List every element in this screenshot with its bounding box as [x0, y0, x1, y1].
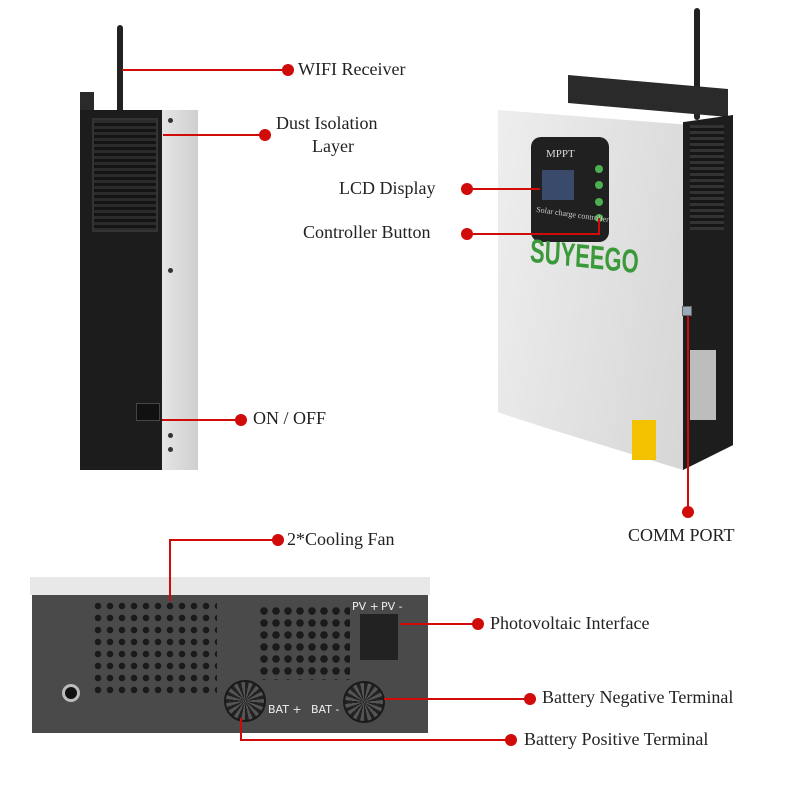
callout-dust-line2: Layer — [312, 136, 354, 156]
wifi-antenna — [694, 8, 700, 120]
callout-line-controller-v — [598, 218, 600, 235]
bat-minus-label: BAT - — [311, 703, 340, 716]
callout-dot-fan — [272, 534, 284, 546]
mount-bracket — [80, 92, 94, 112]
callout-onoff: ON / OFF — [253, 408, 327, 428]
callout-dot-lcd — [461, 183, 473, 195]
callout-bat-pos: Battery Positive Terminal — [524, 729, 709, 749]
callout-line-lcd — [470, 188, 540, 190]
callout-controller: Controller Button — [303, 222, 431, 242]
comm-port — [682, 306, 692, 316]
controller-button[interactable] — [595, 165, 603, 173]
wifi-antenna — [117, 25, 123, 113]
callout-dot-controller — [461, 228, 473, 240]
cooling-fan-2 — [258, 605, 350, 680]
callout-line-onoff — [162, 419, 242, 421]
callout-line-comm — [687, 316, 689, 512]
power-switch[interactable] — [136, 403, 160, 421]
callout-line-bat-neg — [384, 698, 528, 700]
callout-bat-neg: Battery Negative Terminal — [542, 687, 734, 707]
callout-dot-wifi — [282, 64, 294, 76]
screw-icon — [168, 118, 173, 123]
screw-icon — [168, 268, 173, 273]
battery-positive-terminal — [224, 680, 266, 722]
pv-plus-label: PV + — [352, 600, 379, 613]
callout-wifi: WIFI Receiver — [298, 59, 406, 79]
bat-plus-label: BAT + — [268, 703, 302, 716]
callout-line-fan-v — [169, 539, 171, 601]
battery-negative-terminal — [343, 681, 385, 723]
callout-comm: COMM PORT — [628, 525, 735, 545]
callout-dust-line1: Dust Isolation — [276, 113, 378, 133]
callout-line-fan — [169, 539, 277, 541]
wall-bracket — [568, 75, 728, 117]
callout-dot-bat-neg — [524, 693, 536, 705]
screw-icon — [168, 433, 173, 438]
callout-dot-pv — [472, 618, 484, 630]
lcd-screen — [542, 170, 574, 200]
screw-icon — [168, 447, 173, 452]
pv-minus-label: PV - — [381, 600, 403, 613]
cooling-fan-1 — [92, 600, 217, 695]
side-silver-panel — [162, 110, 198, 470]
callout-lcd: LCD Display — [339, 178, 436, 198]
callout-line-dust — [163, 134, 265, 136]
callout-line-bat-pos — [240, 739, 510, 741]
callout-line-pv — [400, 623, 478, 625]
controller-button[interactable] — [595, 181, 603, 189]
lcd-title: MPPT — [546, 148, 575, 160]
callout-line-bat-pos-v — [240, 718, 242, 740]
vent-grill — [690, 125, 724, 230]
pv-connector — [360, 614, 398, 660]
callout-line-controller — [470, 233, 600, 235]
ground-hole — [62, 684, 80, 702]
controller-button[interactable] — [595, 198, 603, 206]
callout-dot-bat-pos — [505, 734, 517, 746]
spec-label — [690, 350, 716, 420]
callout-line-wifi — [122, 69, 285, 71]
top-edge — [30, 577, 430, 595]
dust-isolation-grill — [92, 118, 158, 232]
callout-dot-onoff — [235, 414, 247, 426]
callout-fan: 2*Cooling Fan — [287, 529, 395, 549]
callout-dot-comm — [682, 506, 694, 518]
warning-icon — [632, 420, 656, 460]
callout-pv: Photovoltaic Interface — [490, 613, 650, 633]
callout-dot-dust — [259, 129, 271, 141]
